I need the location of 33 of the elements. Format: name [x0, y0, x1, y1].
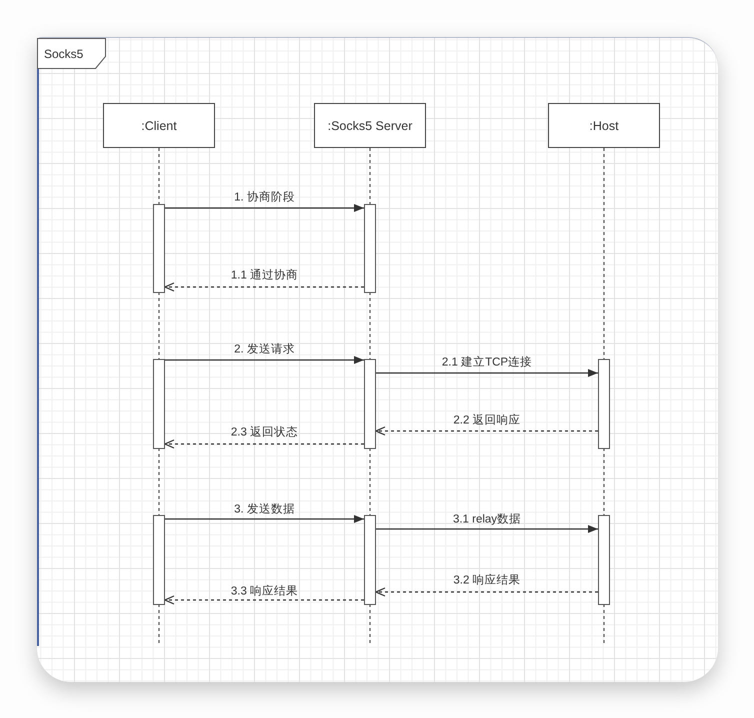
- message-arrow: [376, 525, 598, 533]
- edge-label: 3.2 响应结果: [453, 573, 521, 588]
- activation-bar: [598, 359, 610, 449]
- return-arrow: [375, 587, 598, 597]
- lifeline-head: :Host: [548, 103, 660, 148]
- return-arrow: [164, 439, 364, 449]
- message-arrow: [376, 369, 598, 377]
- edge-label: 1. 协商阶段: [234, 190, 295, 204]
- frame: [37, 37, 718, 682]
- edge-label: 3.3 响应结果: [230, 584, 298, 598]
- frame-label: Socks5: [37, 38, 106, 69]
- edge-label: 1.1 通过协商: [230, 268, 298, 282]
- activation-bar: [153, 204, 165, 293]
- return-arrow: [375, 426, 598, 436]
- activation-bar: [153, 359, 165, 449]
- edge-label: 3. 发送数据: [234, 502, 295, 516]
- edge-label: 2. 发送请求: [234, 342, 295, 356]
- lifeline-head: :Socks5 Server: [314, 103, 426, 148]
- message-arrow: [165, 356, 364, 364]
- activation-bar: [153, 515, 165, 605]
- lifeline-head: :Client: [103, 103, 215, 148]
- edge-label: 3.1 relay数据: [452, 512, 522, 526]
- activation-bar: [364, 204, 376, 293]
- return-arrow: [164, 282, 364, 292]
- return-arrow: [164, 595, 364, 605]
- message-arrow: [165, 515, 364, 523]
- activation-bar: [598, 515, 610, 605]
- edge-label: 2.3 返回状态: [230, 425, 298, 440]
- edge-label: 2.2 返回响应: [453, 413, 521, 428]
- message-arrow: [165, 204, 364, 212]
- activation-bar: [364, 359, 376, 449]
- edge-label: 2.1 建立TCP连接: [442, 354, 532, 370]
- activation-bar: [364, 515, 376, 605]
